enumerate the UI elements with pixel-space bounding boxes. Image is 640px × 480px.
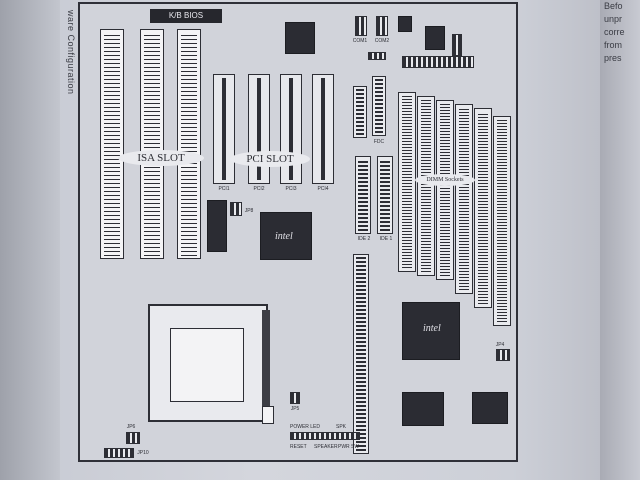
jumper-label: JP4 xyxy=(495,342,505,348)
jumper-block xyxy=(368,52,386,60)
keyboard-connector xyxy=(425,26,445,50)
cpu-lever-handle xyxy=(262,406,274,424)
isa-slot xyxy=(140,29,164,259)
facing-page-line: from xyxy=(604,40,622,50)
front-panel-header xyxy=(290,432,360,440)
dimm-socket xyxy=(455,104,473,294)
jumper-block xyxy=(104,448,134,458)
ide-label: IDE 1 xyxy=(379,236,393,242)
isa-slot xyxy=(177,29,201,259)
bios-label: K/B BIOS xyxy=(150,9,222,23)
front-panel-label: PWR SW xyxy=(338,444,360,450)
cache-chip xyxy=(402,392,444,426)
pci-slot-name: PCI2 xyxy=(253,186,265,192)
pci-slot-name: PCI3 xyxy=(285,186,297,192)
front-panel-label: RESET xyxy=(290,444,307,450)
keyboard-controller-chip xyxy=(207,200,227,252)
northbridge-chip: intel xyxy=(402,302,460,360)
facing-page-line: Befo xyxy=(604,1,623,11)
pci-slot xyxy=(280,74,302,184)
dimm-label: DIMM Sockets xyxy=(415,174,475,186)
facing-page-line: pres xyxy=(604,53,622,63)
isa-slot-label: ISA SLOT xyxy=(118,150,204,166)
jumper-block xyxy=(230,202,242,216)
jumper-label: JP10 xyxy=(137,450,149,456)
intel-logo: intel xyxy=(423,323,441,334)
front-panel-label: SPK xyxy=(336,424,347,430)
fdc-label: FDC xyxy=(373,139,385,145)
ide1-header xyxy=(377,156,393,234)
intel-logo: intel xyxy=(275,231,293,242)
power-connector xyxy=(402,56,474,68)
dimm-socket xyxy=(436,100,454,280)
pci-slot-name: PCI1 xyxy=(218,186,230,192)
facing-page-line: unpr xyxy=(604,14,623,24)
dimm-socket xyxy=(417,96,435,276)
facing-page xyxy=(600,0,640,480)
motherboard-diagram: K/B BIOS ISA SLOT PCI SLOT PCI1 PCI2 PCI… xyxy=(78,2,518,462)
jumper-block xyxy=(126,432,140,444)
com-label: COM1 xyxy=(352,38,368,44)
front-panel-label: SPEAKER xyxy=(314,444,338,450)
pci-slot xyxy=(312,74,334,184)
pci-slot xyxy=(248,74,270,184)
jumper-block xyxy=(290,392,300,404)
pci-slot xyxy=(213,74,235,184)
chapter-side-heading: ware Configuration xyxy=(66,10,76,95)
chipset-chip: intel xyxy=(260,212,312,260)
facing-page-line: corre xyxy=(604,27,625,37)
expansion-header xyxy=(353,254,369,454)
fdc-header xyxy=(372,76,386,136)
dimm-socket xyxy=(398,92,416,272)
pci-slot-label: PCI SLOT xyxy=(230,151,310,167)
dimm-socket xyxy=(493,116,511,326)
pci-slot-name: PCI4 xyxy=(317,186,329,192)
cache-chip xyxy=(472,392,508,424)
com-port-header xyxy=(355,16,367,36)
isa-slot xyxy=(100,29,124,259)
ide2-header xyxy=(355,156,371,234)
dimm-socket xyxy=(474,108,492,308)
ide-label: IDE 2 xyxy=(357,236,371,242)
fdc-header xyxy=(353,86,367,138)
cpu-socket-center xyxy=(170,328,244,402)
jumper-label: JP8 xyxy=(244,208,254,214)
cpu-socket xyxy=(148,304,268,422)
jumper-block xyxy=(496,349,510,361)
com-port-header xyxy=(376,16,388,36)
front-panel-label: POWER LED xyxy=(290,424,321,430)
book-gutter xyxy=(0,0,60,480)
bios-chip xyxy=(285,22,315,54)
jumper-block xyxy=(452,34,462,56)
cpu-lever xyxy=(262,310,270,414)
com-label: COM2 xyxy=(374,38,390,44)
jumper-label: JP6 xyxy=(126,424,136,430)
port-connector xyxy=(398,16,412,32)
jumper-label: JP5 xyxy=(290,406,300,412)
